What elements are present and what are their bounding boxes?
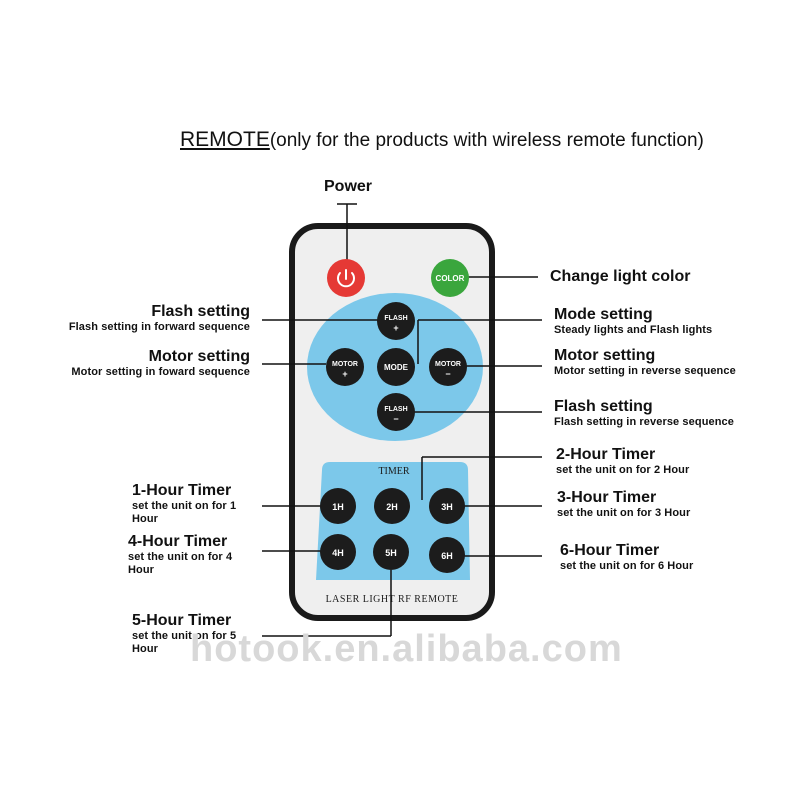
flash-plus-sign: + (393, 323, 398, 333)
label-flash-reverse-sub: Flash setting in reverse sequence (554, 416, 734, 429)
label-timer-2h-head: 2-Hour Timer (556, 446, 656, 463)
flash-minus-sign: − (393, 414, 398, 424)
timer-title: TIMER (378, 466, 409, 477)
label-timer-3h: 3-Hour Timer set the unit on for 3 Hour (557, 489, 690, 520)
label-timer-3h-head: 3-Hour Timer (557, 489, 657, 506)
label-flash-forward-sub: Flash setting in forward sequence (68, 321, 250, 334)
label-timer-5h: 5-Hour Timer set the unit on for 5 Hour (132, 612, 260, 656)
label-flash-forward: Flash setting Flash setting in forward s… (69, 303, 250, 334)
label-timer-6h-sub: set the unit on for 6 Hour (560, 560, 694, 573)
label-timer-4h-sub: set the unit on for 4 Hour (128, 551, 233, 577)
label-flash-forward-head: Flash setting (151, 303, 250, 320)
motor-plus-button[interactable]: MOTOR + (326, 348, 364, 386)
title-subtitle: (only for the products with wireless rem… (269, 130, 704, 151)
label-timer-5h-sub: set the unit on for 5 Hour (132, 630, 237, 656)
timer-1h-button[interactable]: 1H (320, 488, 356, 524)
label-mode-sub: Steady lights and Flash lights (554, 324, 713, 337)
timer-4h-label: 4H (332, 548, 344, 558)
power-button[interactable] (327, 259, 365, 297)
label-motor-reverse-sub: Motor setting in reverse sequence (554, 365, 736, 378)
motor-plus-sign: + (342, 369, 347, 379)
timer-6h-button[interactable]: 6H (429, 537, 465, 573)
label-timer-1h: 1-Hour Timer set the unit on for 1 Hour (132, 482, 262, 526)
callout-lines (262, 203, 542, 637)
label-timer-1h-sub: set the unit on for 1 Hour (132, 500, 237, 526)
mode-button[interactable]: MODE (377, 348, 415, 386)
label-motor-reverse: Motor setting Motor setting in reverse s… (554, 347, 736, 378)
flash-plus-button[interactable]: FLASH + (377, 302, 415, 340)
mode-label: MODE (384, 363, 409, 372)
remote-footer-label: LASER LIGHT RF REMOTE (326, 594, 459, 605)
timer-6h-label: 6H (441, 551, 453, 561)
label-timer-4h-head: 4-Hour Timer (128, 533, 228, 550)
label-power-text: Power (324, 178, 373, 195)
motor-minus-button[interactable]: MOTOR − (429, 348, 467, 386)
label-change-color: Change light color (550, 268, 690, 286)
flash-minus-label: FLASH (384, 406, 407, 413)
timer-5h-label: 5H (385, 548, 397, 558)
label-timer-6h: 6-Hour Timer set the unit on for 6 Hour (560, 542, 693, 573)
color-button-label: COLOR (436, 274, 465, 283)
power-icon (337, 269, 355, 288)
timer-4h-button[interactable]: 4H (320, 534, 356, 570)
label-timer-2h-sub: set the unit on for 2 Hour (556, 464, 690, 477)
title-main: REMOTE (180, 128, 270, 151)
label-timer-4h: 4-Hour Timer set the unit on for 4 Hour (128, 533, 258, 577)
label-mode: Mode setting Steady lights and Flash lig… (554, 306, 712, 337)
watermark: hotook.en.alibaba.com (190, 628, 623, 670)
timer-3h-label: 3H (441, 502, 453, 512)
timer-2h-label: 2H (386, 502, 398, 512)
flash-plus-label: FLASH (384, 315, 407, 322)
label-timer-5h-head: 5-Hour Timer (132, 612, 232, 629)
motor-minus-label: MOTOR (435, 361, 461, 368)
timer-1h-label: 1H (332, 502, 344, 512)
label-flash-reverse: Flash setting Flash setting in reverse s… (554, 398, 734, 429)
motor-minus-sign: − (445, 369, 450, 379)
flash-minus-button[interactable]: FLASH − (377, 393, 415, 431)
label-flash-reverse-head: Flash setting (554, 398, 653, 415)
page-title: REMOTE(only for the products with wirele… (180, 128, 704, 152)
label-timer-6h-head: 6-Hour Timer (560, 542, 660, 559)
timer-3h-button[interactable]: 3H (429, 488, 465, 524)
label-change-color-text: Change light color (550, 268, 691, 285)
label-motor-forward-head: Motor setting (148, 348, 250, 365)
label-timer-1h-head: 1-Hour Timer (132, 482, 232, 499)
color-button[interactable]: COLOR (431, 259, 469, 297)
label-mode-head: Mode setting (554, 306, 653, 323)
label-power: Power (324, 178, 372, 196)
label-motor-reverse-head: Motor setting (554, 347, 656, 364)
label-motor-forward-sub: Motor setting in foward sequence (71, 366, 250, 379)
timer-2h-button[interactable]: 2H (374, 488, 410, 524)
motor-plus-label: MOTOR (332, 361, 358, 368)
label-timer-2h: 2-Hour Timer set the unit on for 2 Hour (556, 446, 689, 477)
timer-5h-button[interactable]: 5H (373, 534, 409, 570)
label-timer-3h-sub: set the unit on for 3 Hour (557, 507, 691, 520)
label-motor-forward: Motor setting Motor setting in foward se… (71, 348, 250, 379)
